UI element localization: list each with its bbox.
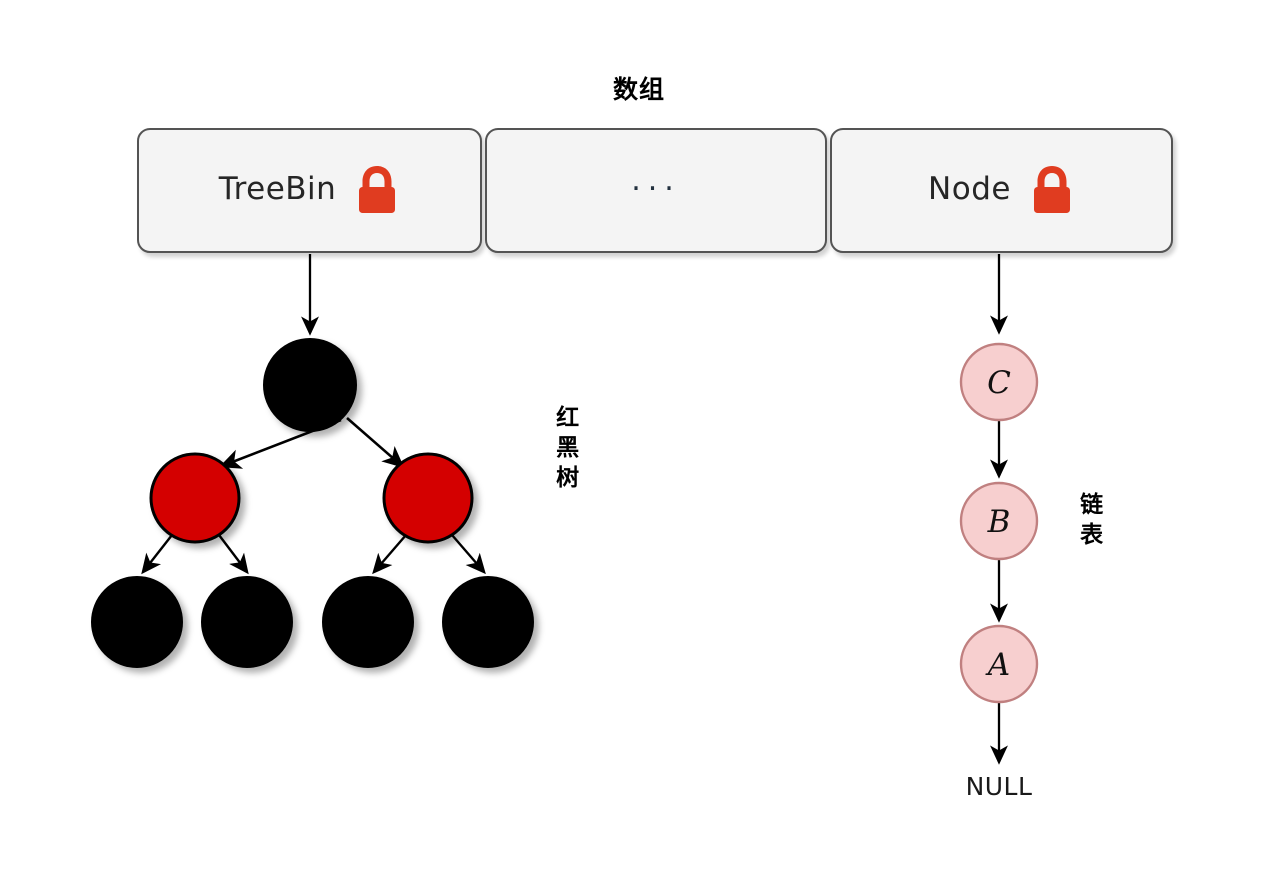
- lock-icon: [1029, 163, 1075, 215]
- list-node-a[interactable]: [959, 624, 1039, 704]
- tree-node-black-leaf[interactable]: [91, 576, 183, 668]
- annotation-red-black-tree: 红黑树: [551, 405, 578, 495]
- list-terminal-null: NULL: [965, 772, 1033, 801]
- array-cell-treebin[interactable]: TreeBin: [137, 128, 482, 253]
- tree-node-red-left[interactable]: [149, 452, 241, 544]
- array-cell-label: Node: [928, 170, 1011, 207]
- lock-icon: [354, 163, 400, 215]
- list-nodes: C B A: [959, 342, 1039, 704]
- tree-node-black-root[interactable]: [263, 338, 357, 432]
- array-cell-ellipsis[interactable]: ...: [485, 128, 827, 253]
- cell-content-ellipsis: ...: [631, 163, 681, 206]
- list-node-label: C: [987, 365, 1011, 401]
- tree-edge: [346, 417, 405, 469]
- tree-edge: [218, 534, 249, 575]
- tree-node-red-right[interactable]: [382, 452, 474, 544]
- tree-node-black-leaf[interactable]: [201, 576, 293, 668]
- tree-edge: [372, 534, 407, 575]
- tree-edge: [141, 534, 173, 575]
- cell-content-treebin: TreeBin: [219, 163, 401, 215]
- list-node-c[interactable]: [959, 342, 1039, 422]
- list-node-label: A: [985, 647, 1010, 683]
- tree-node-black-leaf[interactable]: [442, 576, 534, 668]
- tree-node-black-leaf[interactable]: [322, 576, 414, 668]
- cell-content-node: Node: [928, 163, 1075, 215]
- list-node-label: B: [987, 504, 1011, 540]
- list-node-b[interactable]: [959, 481, 1039, 561]
- annotation-linked-list: 链表: [1075, 492, 1102, 552]
- tree-nodes: [91, 338, 534, 668]
- array-cell-node[interactable]: Node: [830, 128, 1173, 253]
- page-title: 数组: [612, 75, 665, 104]
- tree-edge: [451, 534, 486, 575]
- array-cell-label: TreeBin: [218, 170, 337, 207]
- array-cell-label: ...: [631, 163, 681, 198]
